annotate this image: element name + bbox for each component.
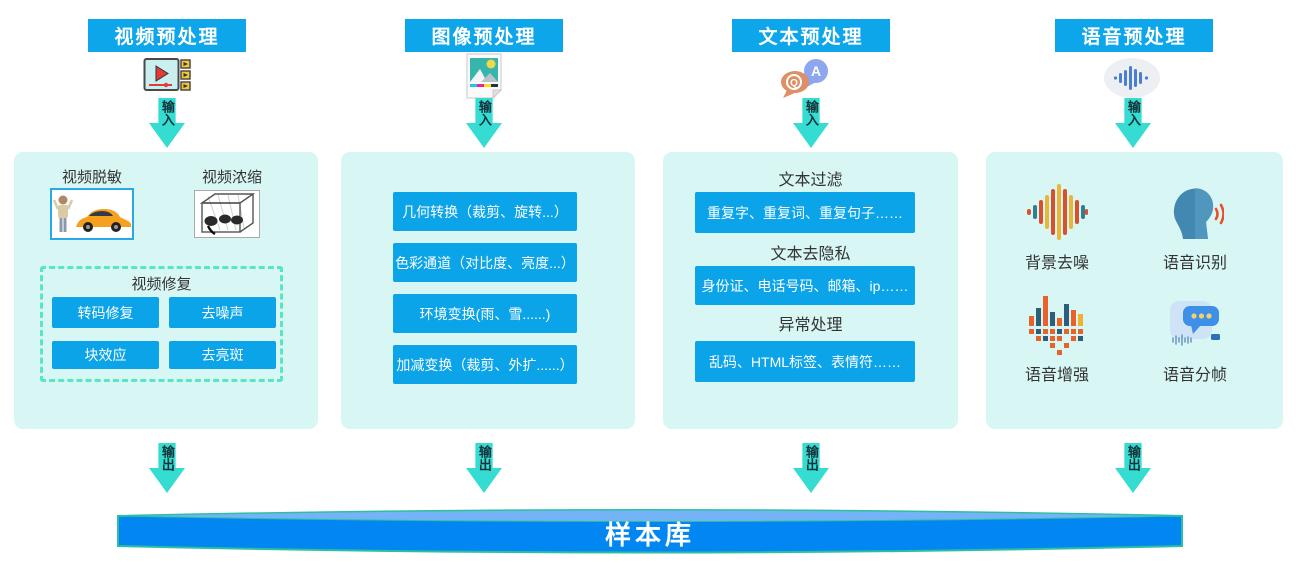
node-transcode-repair: 转码修复	[52, 297, 159, 328]
svg-text:Q: Q	[790, 78, 798, 89]
text-filter-title: 文本过滤	[778, 172, 843, 189]
node-block-effect: 块效应	[52, 341, 159, 369]
translate-bubbles-icon: A Q	[778, 57, 834, 99]
speech-enhance-label: 语音增强	[1024, 367, 1089, 384]
image-output-arrow: 输出	[466, 443, 502, 493]
speech-recognition-head-icon	[1166, 178, 1224, 246]
node-geometric-transform: 几何转换（裁剪、旋转...）	[393, 192, 577, 231]
text-exception-title: 异常处理	[778, 317, 843, 334]
feature-background-denoise: 背景去噪	[996, 178, 1118, 273]
node-environment-transform: 环境变换(雨、雪......)	[393, 294, 577, 333]
speech-framing-label: 语音分帧	[1162, 367, 1227, 384]
sample-library-cylinder: 样本库	[116, 502, 1184, 560]
svg-text:A: A	[811, 63, 821, 79]
voice-waveform-circle-icon	[1103, 57, 1161, 99]
image-input-arrow: 输入	[466, 98, 502, 148]
speech-output-label: 输出	[1125, 445, 1141, 471]
text-output-label: 输出	[803, 445, 819, 471]
photo-icon	[466, 53, 502, 99]
node-color-channel: 色彩通道（对比度、亮度...）	[393, 243, 577, 282]
speech-preprocess-header: 语音预处理	[1055, 19, 1213, 52]
video-preprocess-header: 视频预处理	[88, 19, 246, 52]
sample-library-label: 样本库	[604, 520, 695, 550]
node-bright-spot: 去亮斑	[169, 341, 276, 369]
video-condense-label: 视频浓缩	[201, 169, 262, 186]
text-panel: 文本过滤 重复字、重复词、重复句子…… 文本去隐私 身份证、电话号码、邮箱、ip…	[663, 152, 958, 429]
speech-recognition-label: 语音识别	[1162, 255, 1227, 272]
text-privacy-title: 文本去隐私	[770, 246, 851, 263]
speech-framing-chat-icon	[1167, 290, 1223, 358]
feature-speech-recognition: 语音识别	[1134, 178, 1256, 273]
image-preprocess-header: 图像预处理	[405, 19, 563, 52]
node-privacy-removal: 身份证、电话号码、邮箱、ip……	[695, 266, 915, 305]
speech-input-arrow: 输入	[1115, 98, 1151, 148]
video-input-label: 输入	[159, 100, 175, 126]
background-denoise-label: 背景去噪	[1024, 255, 1089, 272]
text-input-arrow: 输入	[793, 98, 829, 148]
speech-enhance-equalizer-icon	[1025, 290, 1089, 358]
video-repair-group: 视频修复 转码修复 去噪声 块效应 去亮斑	[40, 266, 283, 382]
speech-output-arrow: 输出	[1115, 443, 1151, 493]
node-exception-handle: 乱码、HTML标签、表情符……	[695, 341, 915, 382]
text-preprocess-header: 文本预处理	[732, 19, 890, 52]
video-desensitize-image	[50, 188, 134, 240]
video-output-label: 输出	[159, 445, 175, 471]
video-repair-title: 视频修复	[131, 276, 192, 293]
text-output-arrow: 输出	[793, 443, 829, 493]
image-input-label: 输入	[476, 100, 492, 126]
text-input-label: 输入	[803, 100, 819, 126]
video-condense-image	[194, 190, 260, 238]
image-output-label: 输出	[476, 445, 492, 471]
video-player-icon	[143, 57, 191, 93]
node-repeat-filter: 重复字、重复词、重复句子……	[695, 192, 915, 233]
image-panel: 几何转换（裁剪、旋转...） 色彩通道（对比度、亮度...） 环境变换(雨、雪.…	[341, 152, 635, 429]
node-denoise: 去噪声	[169, 297, 276, 328]
denoise-waveform-icon	[1025, 178, 1089, 246]
video-panel: 视频脱敏 视频浓缩	[14, 152, 318, 429]
feature-speech-enhance: 语音增强	[996, 290, 1118, 385]
cylinder-shape-icon	[117, 509, 1183, 554]
speech-panel: 背景去噪 语音识别	[986, 152, 1283, 429]
video-input-arrow: 输入	[149, 98, 185, 148]
speech-input-label: 输入	[1125, 100, 1141, 126]
video-output-arrow: 输出	[149, 443, 185, 493]
node-add-sub-transform: 加减变换（裁剪、外扩......）	[393, 345, 577, 384]
video-desensitize-label: 视频脱敏	[61, 169, 122, 186]
feature-speech-framing: 语音分帧	[1134, 290, 1256, 385]
